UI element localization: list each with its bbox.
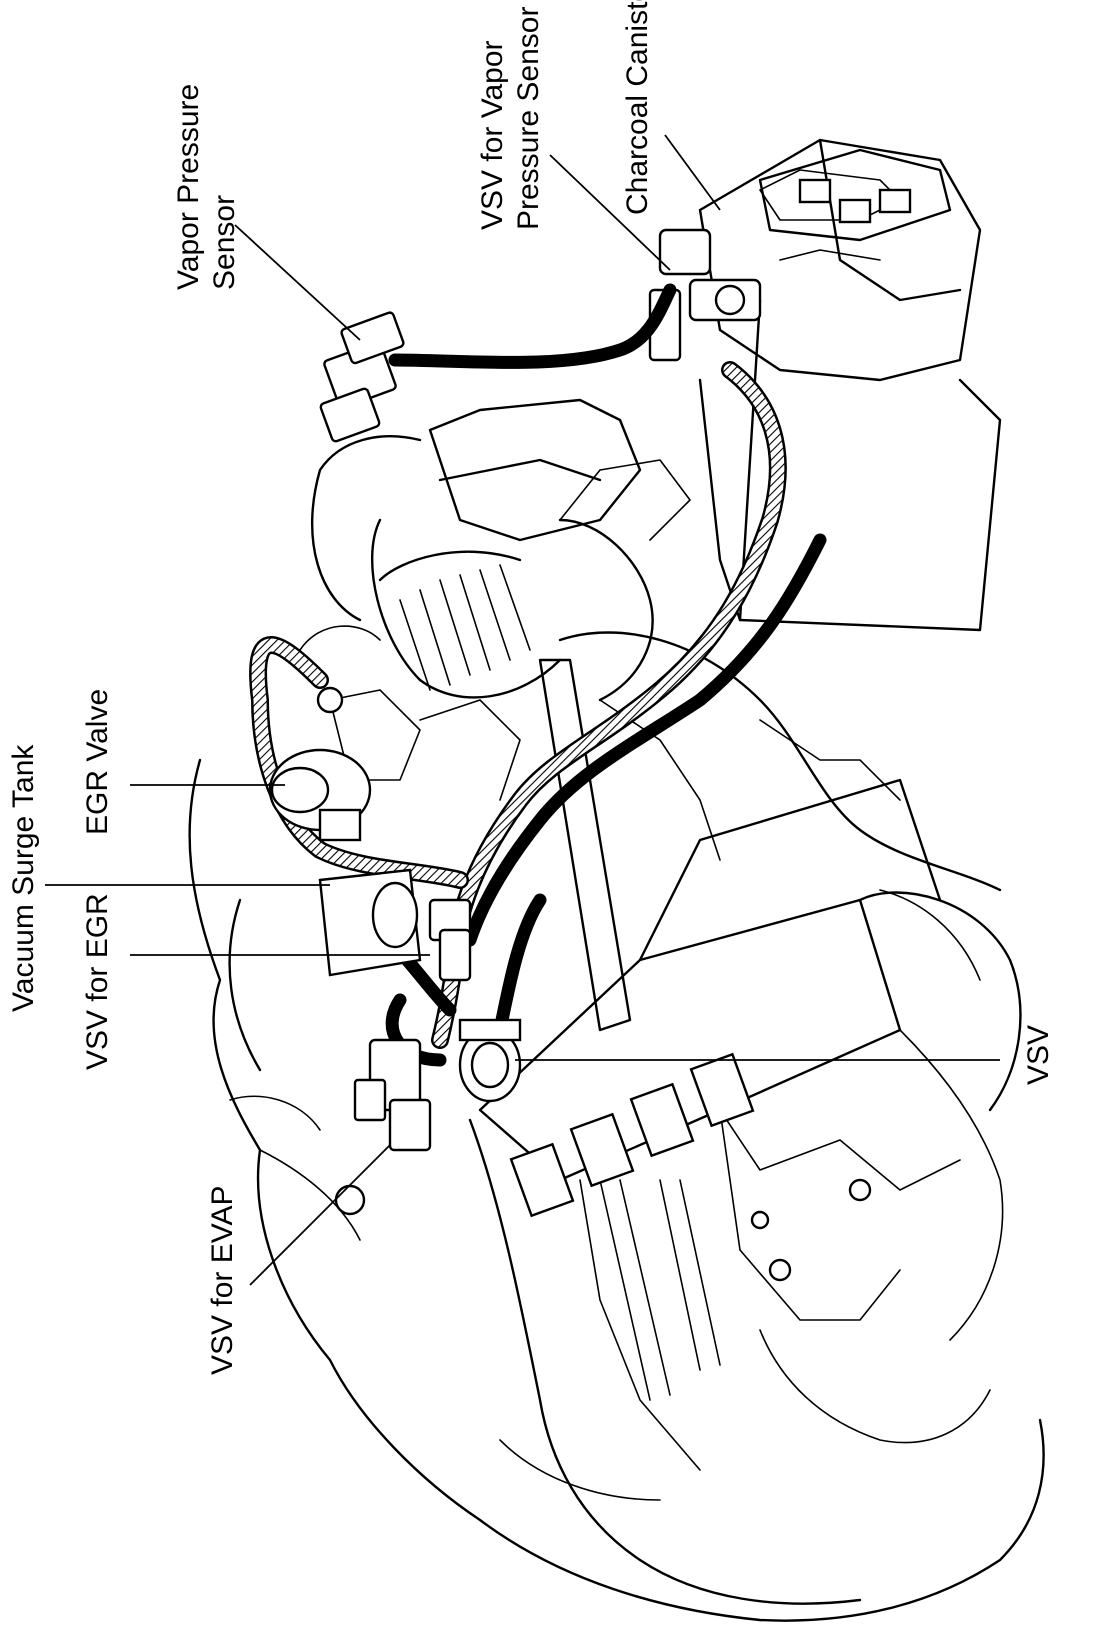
- label-vacuum-surge-tank: Vacuum Surge Tank: [7, 744, 40, 1012]
- leader-vapor-pressure-sensor: [234, 224, 361, 341]
- engine-outline: [188, 138, 1045, 1622]
- vsv-evap-valve: [353, 1038, 432, 1152]
- egr-valve: [268, 686, 372, 842]
- label-vsv-vapor-pressure-line2: Pressure Sensor: [512, 7, 545, 230]
- leader-vsv-vapor-pressure: [549, 154, 671, 271]
- leader-vsv-for-evap: [249, 1144, 391, 1286]
- label-vsv-vapor-pressure-line1: VSV for Vapor: [476, 40, 509, 230]
- label-vsv-for-egr: VSV for EGR: [81, 893, 114, 1070]
- label-vapor-pressure-sensor-line2: Sensor: [208, 195, 241, 290]
- label-charcoal-canister: Charcoal Canister: [621, 0, 654, 215]
- sensor-hose: [388, 283, 677, 369]
- vacuum-surge-tank: [318, 868, 422, 977]
- label-vapor-pressure-sensor-line1: Vapor Pressure: [172, 84, 205, 290]
- vsv-valve: [458, 1018, 522, 1103]
- canister-hose: [463, 533, 827, 947]
- vsv-vapor-pressure-valve: [648, 228, 762, 362]
- label-egr-valve: EGR Valve: [81, 689, 114, 835]
- vapor-pressure-sensor: [319, 311, 405, 443]
- vsv-egr-valve: [428, 898, 472, 982]
- charcoal-canister: [758, 148, 952, 242]
- label-vsv: VSV: [1022, 1025, 1055, 1085]
- label-vsv-for-evap: VSV for EVAP: [206, 1185, 239, 1375]
- vsv-hose-2: [493, 893, 547, 1037]
- leader-charcoal-canister: [664, 134, 721, 211]
